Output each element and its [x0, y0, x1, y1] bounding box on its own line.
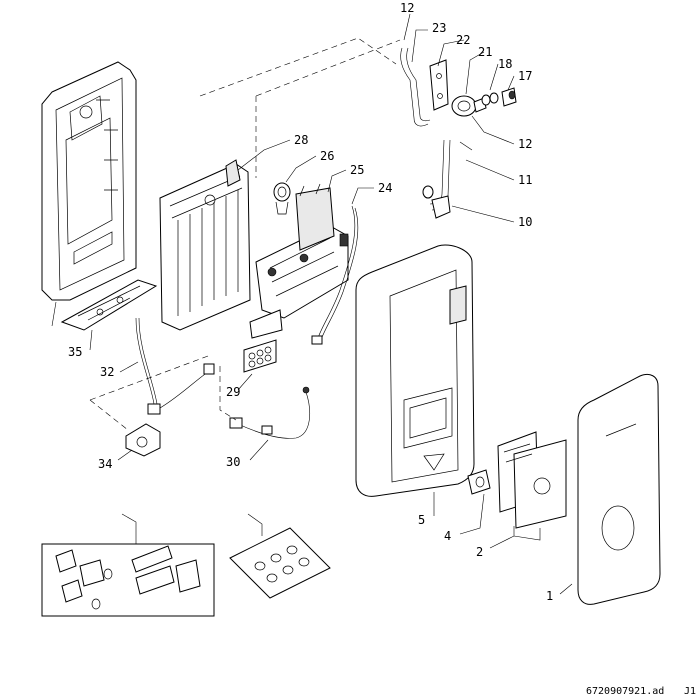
- part-14-fitting: [501, 87, 517, 107]
- callout-18: 23: [432, 21, 446, 35]
- callout-10: 10: [518, 215, 532, 229]
- part-2-electronic-module: [497, 431, 567, 529]
- callout-16: 21: [478, 45, 492, 59]
- part-23-grommet: [273, 182, 291, 215]
- callout-12-top: 12: [400, 1, 414, 15]
- callout-labels: 12 23 22 21 18 17 12 11 10 24 25 26 28 2…: [68, 1, 553, 603]
- callout-21: 24: [378, 181, 392, 195]
- part-10-elbow: [422, 185, 451, 219]
- part-24-chassis-frame: [159, 159, 251, 331]
- part-4-valve-fitting: [467, 469, 491, 495]
- footer: 6720907921.ad J1: [586, 686, 696, 697]
- callout-5: 5: [418, 513, 425, 527]
- part-30-mounting-bracket: [60, 279, 158, 331]
- callout-30: 35: [68, 345, 82, 359]
- callout-24: 28: [294, 133, 308, 147]
- callout-23: 26: [320, 149, 334, 163]
- document-suffix: J1: [684, 686, 696, 697]
- callout-25: 29: [226, 385, 240, 399]
- part-17-bracket: [429, 59, 449, 111]
- callout-2: 2: [476, 545, 483, 559]
- part-15-seal: [481, 92, 499, 106]
- leader-lines: [51, 13, 573, 595]
- callout-1: 1: [546, 589, 553, 603]
- part-35-fittings-kit: [41, 543, 215, 617]
- part-21-cable: [311, 205, 359, 345]
- part-34-seal-kit: [229, 527, 331, 599]
- document-id: 6720907921.ad: [586, 686, 664, 697]
- part-5-housing-cover: [355, 244, 475, 497]
- callout-4: 4: [444, 529, 451, 543]
- callout-26: 30: [226, 455, 240, 469]
- callout-12-right: 12: [518, 137, 532, 151]
- part-28-ground-cable: [135, 317, 215, 415]
- part-26-sensor-cable: [229, 386, 310, 439]
- part-22-heating-block: [249, 183, 349, 339]
- callout-14: 17: [518, 69, 532, 83]
- part-29-clamp: [125, 423, 161, 457]
- part-1-front-panel: [577, 373, 661, 605]
- callout-28: 32: [100, 365, 114, 379]
- callout-17: 22: [456, 33, 470, 47]
- part-16-valve: [451, 95, 487, 117]
- assembly-guide-lines: [89, 37, 401, 431]
- callout-15: 18: [498, 57, 512, 71]
- part-25-terminal-block: [243, 339, 277, 373]
- part-32-rear-frame: [41, 61, 137, 301]
- callout-29: 34: [98, 457, 112, 471]
- part-18-pipe: [400, 47, 431, 127]
- callout-22: 25: [350, 163, 364, 177]
- callout-11: 11: [518, 173, 532, 187]
